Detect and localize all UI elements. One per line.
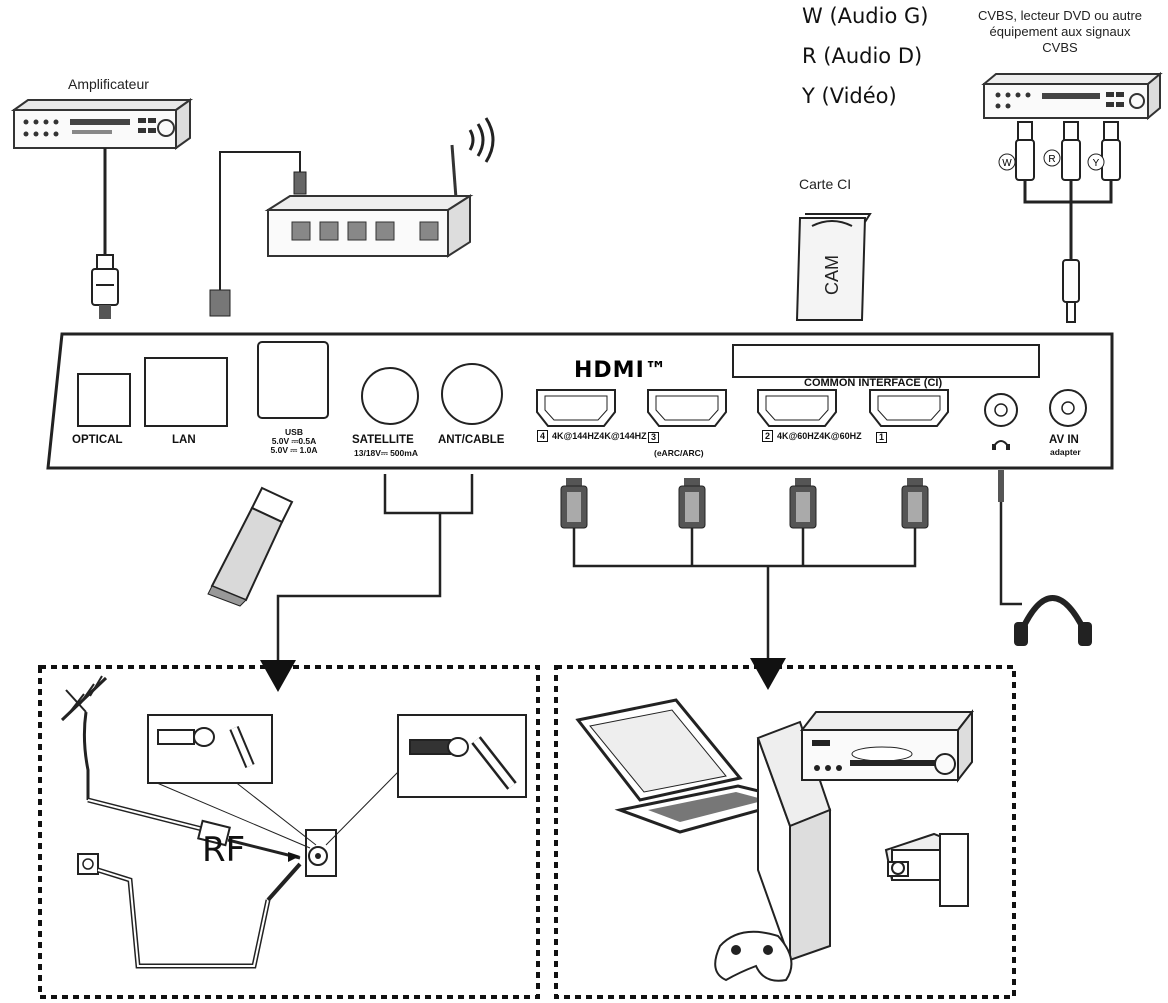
ci-card-label: Carte CI: [799, 176, 852, 192]
lan-label: LAN: [172, 434, 196, 446]
ci-label: COMMON INTERFACE (CI): [804, 377, 943, 389]
hdmi1-num: 1: [876, 432, 888, 443]
ant-cable-label: ANT/CABLE: [438, 434, 505, 446]
optical-label: OPTICAL: [72, 434, 123, 446]
amplifier-label: Amplificateur: [68, 76, 149, 92]
antenna-icon: [60, 675, 108, 800]
usb-spec-1: 5.0V ⎓0.5A: [271, 436, 317, 446]
camcorder-icon: [884, 832, 969, 907]
usb-stick-icon: [207, 486, 294, 607]
cvbs-line-3: CVBS: [1042, 40, 1078, 55]
ci-card-icon: CAM: [795, 213, 872, 321]
tv-back-panel: [46, 332, 1114, 470]
plug-r-label: R: [1048, 154, 1055, 165]
hdmi3-num: 3: [648, 432, 660, 443]
hdmi-port-3[interactable]: [647, 389, 727, 427]
optical-port[interactable]: [77, 373, 131, 427]
plug-w-label: W: [1002, 158, 1012, 169]
rf-connection-lines: [260, 474, 474, 692]
plug-y-label: Y: [1093, 158, 1100, 169]
rca-plugs: W R Y: [998, 121, 1121, 323]
audio-left-label: W (Audio G): [802, 4, 929, 28]
satellite-label: SATELLITE: [352, 434, 414, 446]
cvbs-line-2: équipement aux signaux: [989, 24, 1131, 39]
hdmi4-num: 4: [537, 430, 549, 442]
cvbs-line-1: CVBS, lecteur DVD ou autre: [977, 8, 1143, 23]
usb-spec-2: 5.0V ⎓ 1.0A: [270, 445, 318, 455]
hdmi-port-2[interactable]: [757, 389, 837, 427]
hdmi4-spec: 4K@144HZ4K@144HZ: [552, 431, 647, 441]
av-receiver-icon: [799, 709, 975, 783]
ci-slot[interactable]: [732, 344, 1040, 378]
coax-cables: [77, 769, 401, 969]
usb-port[interactable]: [257, 341, 329, 419]
usb-title: USB: [285, 427, 303, 437]
hdmi2-spec: 4K@60HZ4K@60HZ: [777, 431, 862, 441]
hdmi-logo: HDMI™: [574, 358, 668, 383]
cam-label: CAM: [822, 255, 842, 295]
audio-right-label: R (Audio D): [802, 44, 923, 68]
ant-cable-port[interactable]: [441, 363, 503, 425]
dvd-player-icon: [981, 71, 1163, 121]
headphone-jack[interactable]: [984, 393, 1018, 427]
hdmi-port-1[interactable]: [869, 389, 949, 427]
hdmi2-num: 2: [762, 430, 774, 442]
router-icon: [264, 117, 495, 258]
game-console-icon: [714, 720, 832, 982]
earc-label: (eARC/ARC): [654, 448, 704, 458]
video-label: Y (Vidéo): [802, 84, 897, 108]
lan-port[interactable]: [144, 357, 228, 427]
av-in-label: AV IN: [1049, 434, 1079, 446]
hdmi-cables: [560, 478, 929, 690]
rf-box: [38, 665, 540, 999]
optical-cable: [91, 148, 119, 319]
hdmi-devices-box: [554, 665, 1016, 999]
satellite-spec: 13/18V⎓ 500mA: [354, 448, 418, 458]
adapter-label: adapter: [1050, 447, 1081, 457]
usb-label: USB 5.0V ⎓0.5A 5.0V ⎓ 1.0A: [262, 428, 326, 455]
connector-detail-left: [147, 714, 273, 784]
rf-label: RF: [202, 830, 246, 870]
cvbs-device-label: CVBS, lecteur DVD ou autre équipement au…: [955, 8, 1165, 56]
lan-cable: [209, 151, 307, 317]
hdmi-port-4[interactable]: [536, 389, 616, 427]
satellite-port[interactable]: [361, 367, 419, 425]
amplifier-icon: [10, 98, 194, 150]
connector-detail-right: [397, 714, 527, 798]
av-in-port[interactable]: [1049, 389, 1087, 427]
headphones-icon: [998, 470, 1092, 646]
